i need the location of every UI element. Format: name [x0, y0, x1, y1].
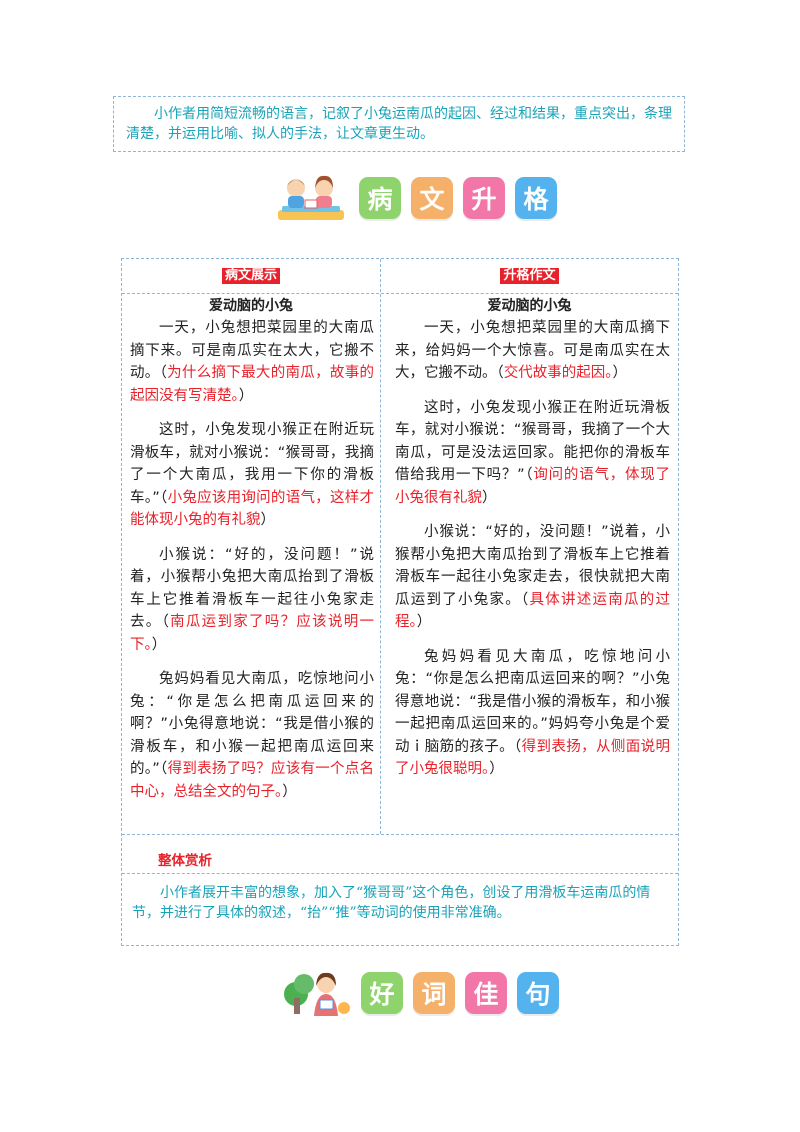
improved-paragraph-2: 这时，小兔发现小猴正在附近玩滑板车，就对小猴说：“猴哥哥，我摘了一个大南瓜，可是… — [395, 399, 671, 506]
comparison-table: 病文展示 爱动脑的小兔 一天，小兔想把菜园里的大南瓜摘下来。可是南瓜实在太大，它… — [121, 258, 679, 946]
comment: 小兔应该用询问的语气，这样才能体现小兔的有礼貌 — [130, 489, 375, 529]
intro-summary-box: 小作者用简短流畅的语言，记叙了小兔运南瓜的起因、经过和结果，重点突出，条理清楚，… — [113, 96, 685, 152]
improved-essay-column: 升格作文 爱动脑的小兔 一天，小兔想把菜园里的大南瓜摘下来，给妈妈一个大惊喜。可… — [381, 259, 678, 834]
comment: 南瓜运到家了吗？应该说明一下。 — [130, 614, 375, 653]
review-top-divider — [122, 834, 678, 835]
header-tile-2: 文 — [411, 177, 453, 219]
children-reading-illustration-icon — [272, 172, 350, 224]
comment: 具体讲述运南瓜的过程。 — [395, 591, 670, 631]
footer-tile-1: 好 — [361, 972, 403, 1014]
section-header-bingwen-shengge: 病 文 升 格 — [272, 170, 562, 226]
overall-review-heading: 整体赏析 — [158, 853, 212, 869]
improved-paragraph-1: 一天，小兔想把菜园里的大南瓜摘下来，给妈妈一个大惊喜。可是南瓜实在太大，它搬不动… — [395, 320, 670, 381]
comment: 得到表扬，从侧面说明了小兔很聪明。 — [395, 738, 670, 778]
improved-essay-title: 爱动脑的小兔 — [487, 298, 572, 314]
header-tile-1: 病 — [359, 177, 401, 219]
original-paragraph-2: 这时，小兔发现小猴正在附近玩滑板车，就对小猴说：“猴哥哥，我摘了一个大南瓜，我用… — [130, 422, 375, 529]
column-divider — [380, 259, 381, 834]
comment: 得到表扬了吗？应该有一个点名中心，总结全文的句子。 — [130, 761, 375, 800]
header-divider — [122, 293, 678, 294]
original-paragraph-4: 兔妈妈看见大南瓜，吃惊地问小兔：“你是怎么把南瓜运回来的啊？”小兔得意地说：“我… — [130, 671, 375, 800]
original-paragraph-1: 一天，小兔想把菜园里的大南瓜摘下来。可是南瓜实在太大，它搬不动。（为什么摘下最大… — [130, 320, 374, 404]
improved-essay-label: 升格作文 — [500, 268, 559, 284]
original-essay-column: 病文展示 爱动脑的小兔 一天，小兔想把菜园里的大南瓜摘下来。可是南瓜实在太大，它… — [122, 259, 380, 834]
comment: 为什么摘下最大的南瓜，故事的起因没有写清楚。 — [130, 365, 374, 404]
original-paragraph-3: 小猴说：“好的，没问题！”说着，小猴帮小兔把大南瓜抬到了滑板车上它推着滑板车一起… — [130, 546, 375, 653]
header-tile-4: 格 — [515, 177, 557, 219]
girl-reading-illustration-icon — [282, 968, 352, 1018]
comment: 交代故事的起因。 — [503, 365, 613, 381]
section-header-haoci-jiaju: 好 词 佳 句 — [282, 968, 564, 1018]
improved-paragraph-4: 兔妈妈看见大南瓜，吃惊地问小兔：“你是怎么把南瓜运回来的啊？”小兔得意地说：“我… — [395, 648, 670, 778]
original-essay-title: 爱动脑的小兔 — [209, 298, 293, 314]
review-heading-divider — [122, 873, 678, 874]
comment: 询问的语气，体现了小兔很有礼貌 — [395, 467, 671, 506]
overall-review-text: 小作者展开丰富的想象，加入了“猴哥哥”这个角色，创设了用滑板车运南瓜的情节，并进… — [132, 885, 651, 921]
footer-tile-4: 句 — [517, 972, 559, 1014]
footer-tile-2: 词 — [413, 972, 455, 1014]
footer-tile-3: 佳 — [465, 972, 507, 1014]
improved-paragraph-3: 小猴说：“好的，没问题！”说着，小猴帮小兔把大南瓜抬到了滑板车上它推着滑板车一起… — [395, 524, 670, 631]
original-essay-label: 病文展示 — [221, 268, 280, 284]
header-tile-3: 升 — [463, 177, 505, 219]
intro-text: 小作者用简短流畅的语言，记叙了小兔运南瓜的起因、经过和结果，重点突出，条理清楚，… — [126, 106, 672, 142]
